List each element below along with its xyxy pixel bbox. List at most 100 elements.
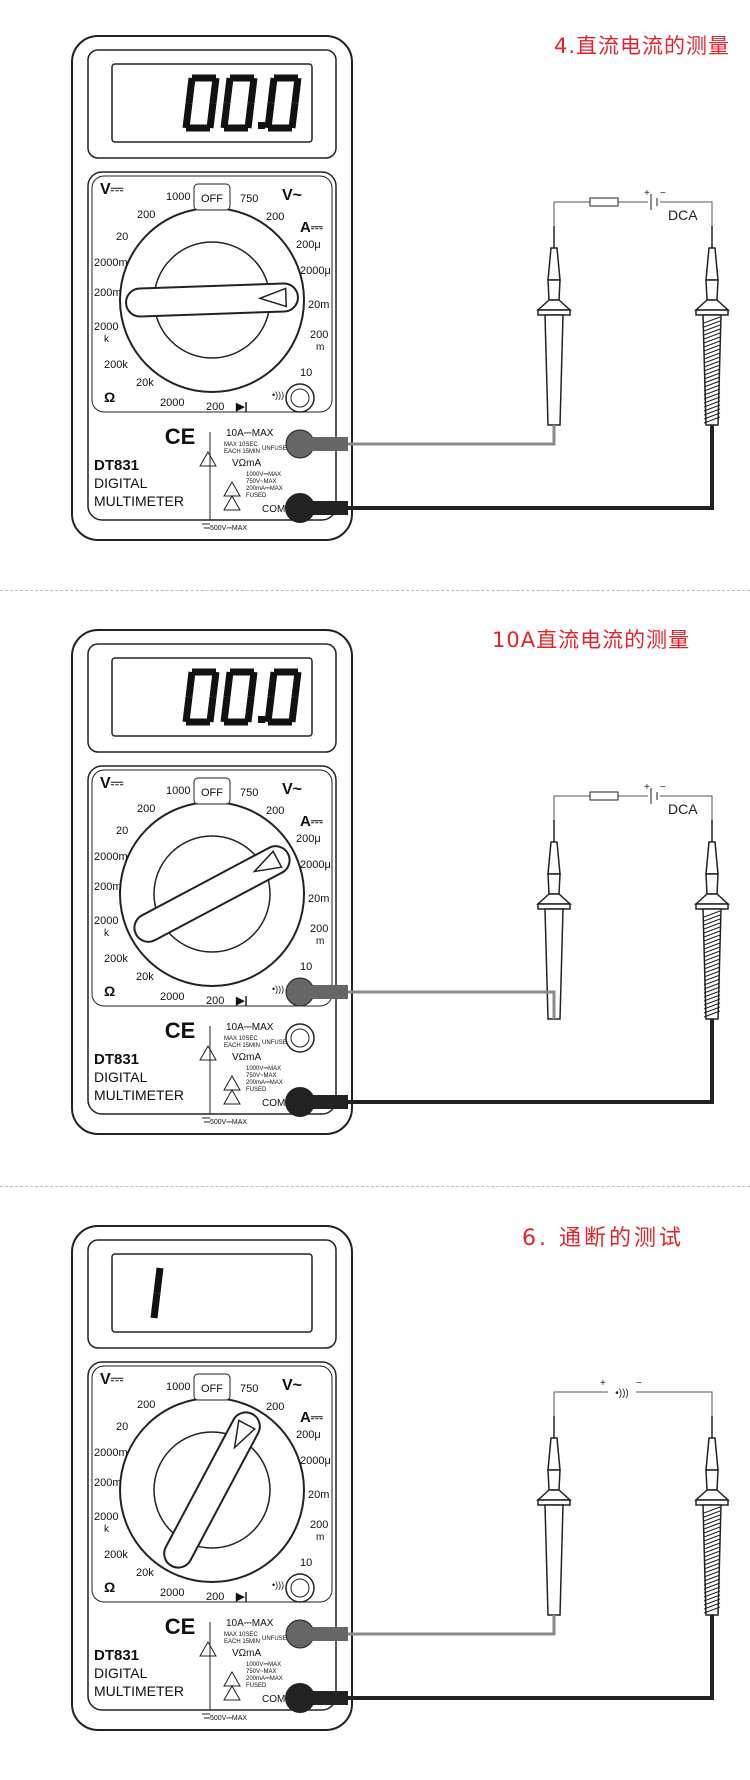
polarity-minus: − bbox=[660, 188, 666, 199]
probe-neck bbox=[705, 873, 719, 895]
range-label: 2000μ bbox=[300, 859, 331, 871]
probe-guard bbox=[536, 299, 572, 311]
range-label: 20k bbox=[136, 377, 154, 389]
probe-guard bbox=[694, 1489, 730, 1501]
probe-stripe bbox=[703, 1542, 721, 1550]
probe-stripe bbox=[703, 910, 721, 918]
probe-stripe bbox=[703, 416, 721, 424]
range-label: k bbox=[104, 928, 110, 939]
range-label: A⎓ bbox=[300, 1409, 323, 1426]
range-label: 2000μ bbox=[300, 265, 331, 277]
jack-label: COM bbox=[262, 1694, 285, 1705]
warning-icon bbox=[199, 1640, 217, 1657]
probe-stripe bbox=[703, 348, 721, 356]
probe-stripe bbox=[703, 1006, 721, 1014]
dial-knob bbox=[163, 1411, 261, 1569]
range-label: 2000 bbox=[94, 321, 118, 333]
jack-label: 500V⎓MAX bbox=[210, 1715, 247, 1722]
lcd-segment bbox=[223, 671, 234, 698]
probe-stripe bbox=[703, 320, 721, 328]
range-label: 2000 bbox=[160, 1587, 184, 1599]
range-label: 200μ bbox=[296, 239, 321, 251]
probe-stripe bbox=[703, 954, 721, 962]
probe-neck bbox=[547, 873, 561, 895]
lcd-segment bbox=[220, 102, 231, 129]
range-label: 200k bbox=[104, 1549, 128, 1561]
range-label: k bbox=[104, 334, 110, 345]
probe-stripe bbox=[703, 966, 721, 974]
range-label: 20m bbox=[308, 893, 329, 905]
model-label: DT831 bbox=[94, 1647, 139, 1664]
black-test-lead bbox=[348, 1019, 714, 1104]
lcd-segment bbox=[209, 671, 220, 698]
plug-com bbox=[310, 1095, 348, 1109]
polarity-minus: − bbox=[636, 1378, 642, 1389]
range-label: ▶| bbox=[235, 995, 248, 1007]
dial-knob bbox=[133, 845, 291, 943]
probe-stripe bbox=[703, 412, 721, 420]
source-label: DCA bbox=[668, 801, 698, 817]
probe-stripe bbox=[703, 1530, 721, 1538]
jack-label: COM bbox=[262, 1098, 285, 1109]
range-label: •))) bbox=[272, 1580, 284, 1590]
probe-stripe bbox=[703, 1586, 721, 1594]
lcd-segment bbox=[185, 77, 196, 104]
range-label: OFF bbox=[201, 1383, 223, 1395]
section-title: 4.直流电流的测量 bbox=[554, 34, 731, 58]
jack-label: 500V⎓MAX bbox=[210, 1119, 247, 1126]
red-test-lead bbox=[348, 1615, 556, 1636]
range-label: 200 bbox=[310, 1519, 328, 1531]
probe-stripe bbox=[703, 1002, 721, 1010]
range-label: m bbox=[316, 936, 324, 947]
probe-nose bbox=[547, 1437, 561, 1471]
probe-stripe bbox=[703, 404, 721, 412]
jack-open-inner bbox=[290, 1028, 310, 1048]
range-label: m bbox=[316, 342, 324, 353]
jack-label: VΩmA bbox=[232, 458, 261, 469]
probe-stripe bbox=[703, 364, 721, 372]
probe-stripe bbox=[703, 1522, 721, 1530]
ground-icon bbox=[202, 1622, 211, 1719]
probe-stripe bbox=[703, 1550, 721, 1558]
jack-com bbox=[285, 1087, 315, 1117]
dial-knob bbox=[125, 282, 299, 318]
probe-stripe bbox=[703, 1574, 721, 1582]
polarity-plus: + bbox=[600, 1378, 606, 1389]
probe-handle bbox=[544, 314, 564, 426]
probe-stripe bbox=[703, 1598, 721, 1606]
lcd-segment bbox=[153, 1267, 164, 1294]
range-label: m bbox=[316, 1532, 324, 1543]
jack-open-inner bbox=[290, 1578, 310, 1598]
jack-label: MAX 10SEC bbox=[224, 1036, 258, 1042]
range-label: 200 bbox=[266, 805, 284, 817]
lcd-segment bbox=[244, 696, 255, 723]
multimeter-label: MULTIMETER bbox=[94, 493, 184, 509]
jack-label: UNFUSED bbox=[262, 1040, 292, 1046]
range-label: 2000m bbox=[94, 851, 128, 863]
probe-neck bbox=[547, 279, 561, 301]
jack-label: 10A⎓MAX bbox=[226, 1022, 274, 1033]
jack-label: VΩmA bbox=[232, 1648, 261, 1659]
range-label: 20 bbox=[116, 231, 128, 243]
lcd-readout bbox=[150, 1267, 164, 1319]
probe-stripe bbox=[703, 340, 721, 348]
range-label: Ω bbox=[104, 1579, 115, 1595]
probe-stripe bbox=[703, 1546, 721, 1554]
probe-stripe bbox=[703, 408, 721, 416]
lcd-segment bbox=[182, 102, 193, 129]
lcd-segment bbox=[267, 77, 278, 104]
probe-stripe bbox=[703, 392, 721, 400]
probe-stripe bbox=[703, 380, 721, 388]
probe-stripe bbox=[703, 376, 721, 384]
probe-stripe bbox=[703, 1518, 721, 1526]
probe-nose bbox=[705, 247, 719, 281]
probe-guard bbox=[536, 1489, 572, 1501]
jack-label: COM bbox=[262, 504, 285, 515]
range-label: 2000 bbox=[160, 397, 184, 409]
warning-icon bbox=[199, 450, 217, 467]
probe-stripe bbox=[703, 1514, 721, 1522]
range-label: ▶| bbox=[235, 401, 248, 413]
knob-bar bbox=[163, 1411, 261, 1569]
